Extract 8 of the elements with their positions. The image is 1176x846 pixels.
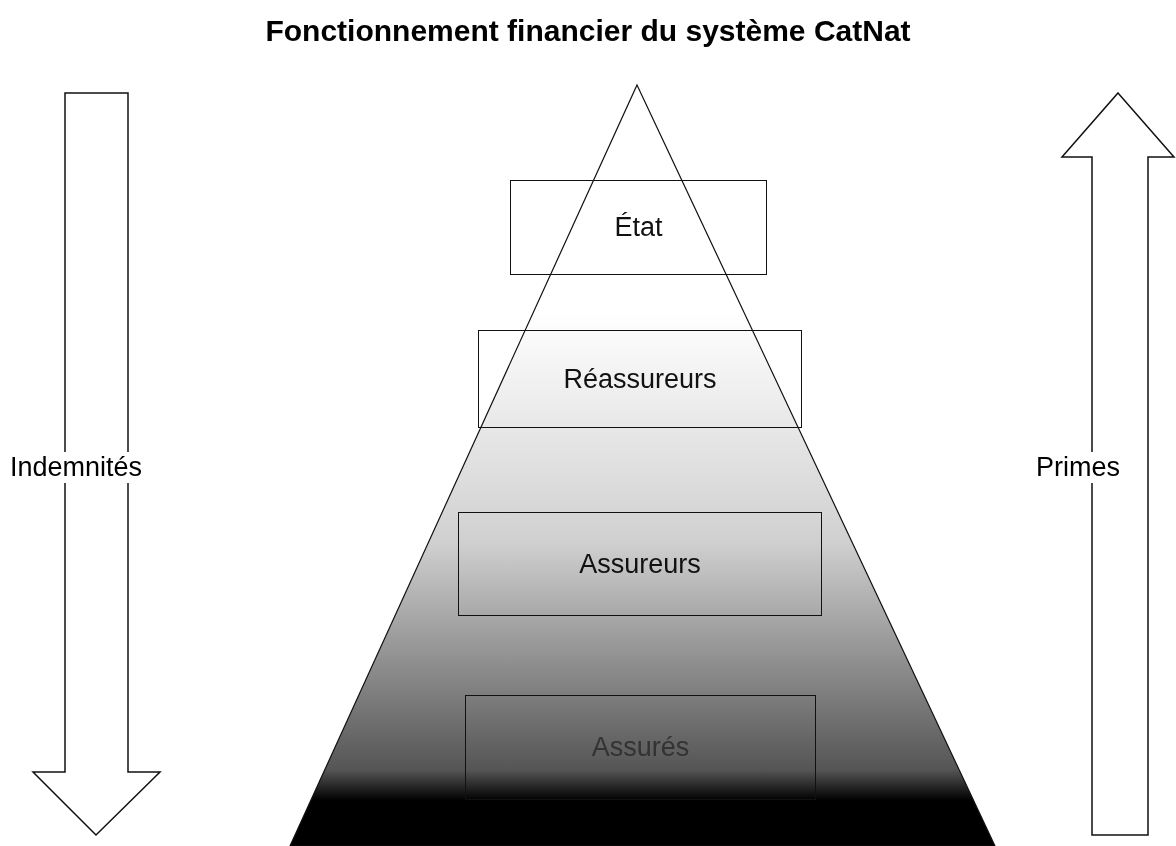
level-label: Réassureurs bbox=[563, 363, 717, 395]
level-box bbox=[510, 180, 767, 275]
diagram-title: Fonctionnement financier du système CatNat bbox=[265, 14, 911, 48]
level-box bbox=[465, 695, 816, 800]
level-label: Assureurs bbox=[579, 548, 701, 580]
level-box bbox=[478, 330, 802, 428]
level-box bbox=[458, 512, 822, 616]
level-label: État bbox=[614, 212, 663, 243]
